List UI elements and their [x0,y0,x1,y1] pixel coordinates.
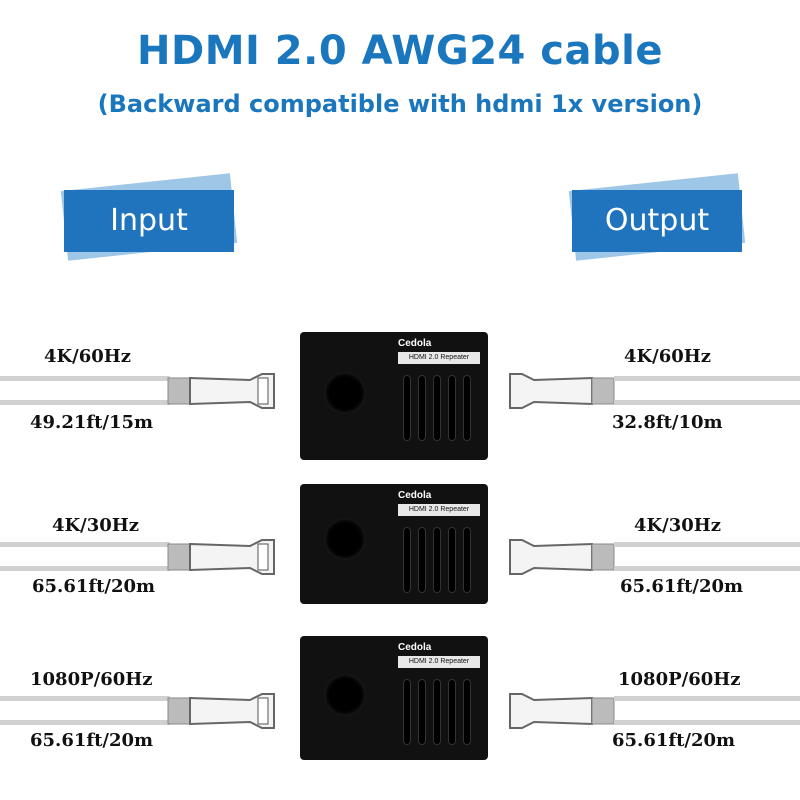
row2-output-length: 65.61ft/20m [620,576,744,597]
device-plate: HDMI 2.0 Repeater [398,352,480,364]
output-cable-3-icon [509,693,800,729]
device-vent [464,528,470,592]
device-logo: Cedola [398,490,432,501]
device-vent [434,680,440,744]
row1-input-length: 49.21ft/15m [30,412,154,433]
device-vent [404,528,410,592]
device-vent [419,376,425,440]
row2-output-resolution: 4K/30Hz [634,515,722,536]
device-vent [449,528,455,592]
device-indicator [324,518,366,560]
repeater-device-2: Cedola HDMI 2.0 Repeater [300,484,488,604]
row3-output-length: 65.61ft/20m [612,730,736,751]
output-banner-label: Output [572,190,742,252]
device-vent [434,528,440,592]
repeater-device-3: Cedola HDMI 2.0 Repeater [300,636,488,760]
output-cable-2-icon [509,539,800,575]
input-cable-1-icon [0,373,275,409]
page-subtitle: (Backward compatible with hdmi 1x versio… [97,90,703,118]
page-title: HDMI 2.0 AWG24 cable [137,28,663,74]
device-indicator [324,372,366,414]
device-logo: Cedola [398,338,432,349]
device-indicator [324,674,366,716]
input-banner: Input [60,173,238,261]
row1-output-resolution: 4K/60Hz [624,346,712,367]
output-cable-1-icon [509,373,800,409]
device-vent [404,680,410,744]
input-cable-2-icon [0,539,275,575]
device-vent [419,528,425,592]
row1-input-resolution: 4K/60Hz [44,346,132,367]
device-plate: HDMI 2.0 Repeater [398,656,480,668]
row3-input-resolution: 1080P/60Hz [30,669,153,690]
input-cable-3-icon [0,693,275,729]
device-vent [404,376,410,440]
row3-input-length: 65.61ft/20m [30,730,154,751]
row2-input-resolution: 4K/30Hz [52,515,140,536]
device-logo: Cedola [398,642,432,653]
device-vent [464,680,470,744]
row3-output-resolution: 1080P/60Hz [618,669,741,690]
device-vent [449,680,455,744]
device-plate: HDMI 2.0 Repeater [398,504,480,516]
row2-input-length: 65.61ft/20m [32,576,156,597]
device-vent [464,376,470,440]
repeater-device-1: Cedola HDMI 2.0 Repeater [300,332,488,460]
device-vent [434,376,440,440]
input-banner-label: Input [64,190,234,252]
device-vent [419,680,425,744]
row1-output-length: 32.8ft/10m [612,412,723,433]
output-banner: Output [568,173,746,261]
device-vent [449,376,455,440]
